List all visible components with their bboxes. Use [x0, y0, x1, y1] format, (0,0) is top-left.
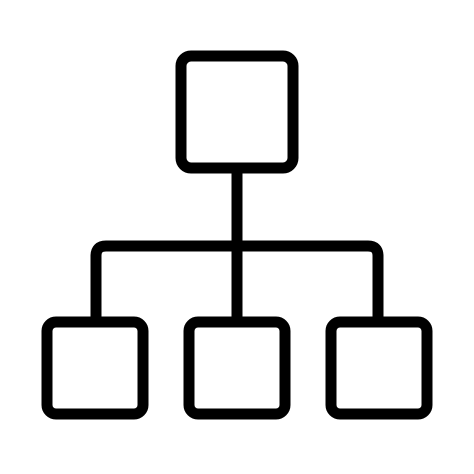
parent-node-box: [175, 50, 299, 174]
child-node-box-left: [41, 316, 149, 420]
branch-connector-line: [90, 240, 384, 328]
child-node-box-center: [183, 316, 291, 420]
child-node-box-right: [325, 316, 433, 420]
